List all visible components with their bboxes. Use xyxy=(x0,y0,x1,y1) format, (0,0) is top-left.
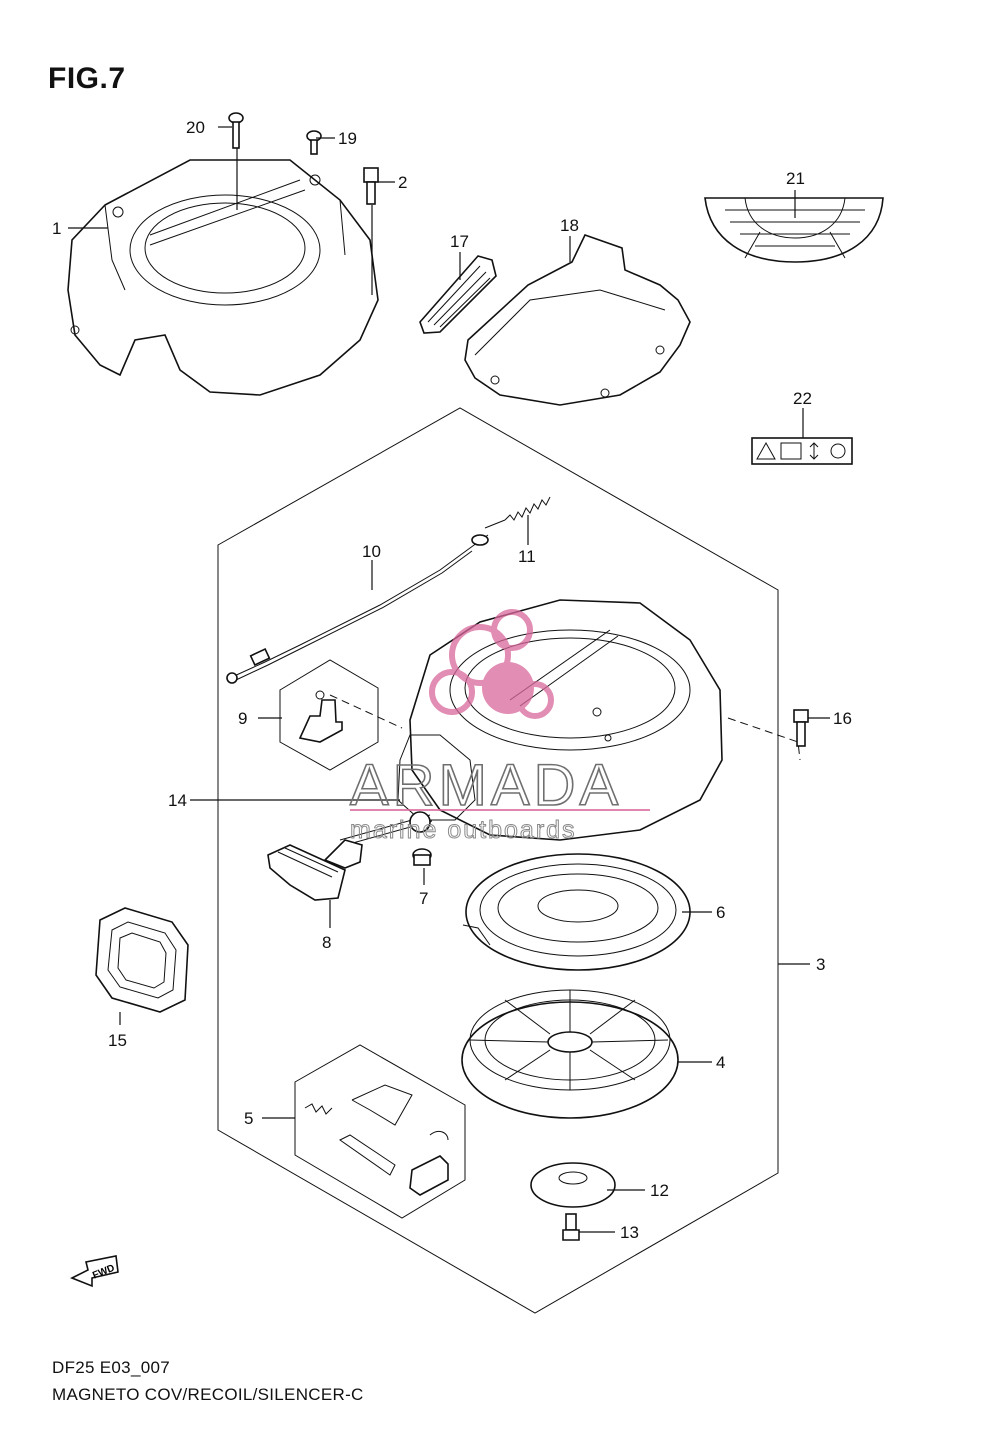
warning-label-22-part[interactable] xyxy=(751,437,853,465)
callout-2: 2 xyxy=(398,173,407,192)
callout-8: 8 xyxy=(322,933,331,952)
figure-title: FIG.7 xyxy=(48,62,126,95)
assembly-3-outline xyxy=(217,407,779,1314)
callout-12: 12 xyxy=(650,1181,669,1200)
recoil-spring-6-part[interactable] xyxy=(462,853,691,971)
callout-11: 11 xyxy=(518,547,536,566)
watermark-logo-icon xyxy=(429,609,554,719)
callout-4: 4 xyxy=(716,1053,725,1072)
fwd-arrow-icon: FWD xyxy=(70,1255,119,1288)
spring-11-part[interactable] xyxy=(484,496,551,529)
plate-12-part[interactable] xyxy=(530,1162,616,1208)
bolt-16-part[interactable] xyxy=(793,709,809,747)
callout-13: 13 xyxy=(620,1223,639,1242)
watermark-tagline: marine outboards xyxy=(350,816,577,844)
leader-lines xyxy=(68,126,830,1233)
callout-16: 16 xyxy=(833,709,852,728)
silencer-case-18-part[interactable] xyxy=(464,234,691,406)
callout-3: 3 xyxy=(816,955,825,974)
pad-21-part[interactable] xyxy=(704,197,884,263)
handle-8-part[interactable] xyxy=(267,839,363,901)
reel-4-part[interactable] xyxy=(461,989,679,1119)
bolt-2-part[interactable] xyxy=(363,167,379,205)
cable-10-part[interactable] xyxy=(226,534,489,684)
callout-14: 14 xyxy=(168,791,187,810)
grommet-15-part[interactable] xyxy=(95,907,189,1013)
callout-20: 20 xyxy=(186,118,205,137)
callout-6: 6 xyxy=(716,903,725,922)
callout-10: 10 xyxy=(362,542,381,561)
callout-18: 18 xyxy=(560,216,579,235)
screw-19-part[interactable] xyxy=(306,130,322,155)
rope-14-part[interactable] xyxy=(339,811,433,847)
callout-numbers: 1 2 3 4 5 6 7 8 9 10 11 12 13 14 15 16 1… xyxy=(52,118,852,1242)
grille-17-part[interactable] xyxy=(419,255,497,334)
callout-17: 17 xyxy=(450,232,469,251)
watermark: ARMADA marine outboards xyxy=(349,609,650,845)
callout-21: 21 xyxy=(786,169,805,188)
watermark-brand: ARMADA xyxy=(350,753,622,818)
callout-7: 7 xyxy=(419,889,428,908)
screw-20-part[interactable] xyxy=(228,112,244,149)
bracket-9-part[interactable] xyxy=(279,659,379,771)
callout-22: 22 xyxy=(793,389,812,408)
callout-19: 19 xyxy=(338,129,357,148)
drawing-code: DF25 E03_007 xyxy=(52,1358,170,1377)
callout-9: 9 xyxy=(238,709,247,728)
magneto-cover-part[interactable] xyxy=(67,159,379,396)
drawing-description: MAGNETO COV/RECOIL/SILENCER-C xyxy=(52,1385,364,1404)
callout-15: 15 xyxy=(108,1031,127,1050)
bushing-7-part[interactable] xyxy=(412,848,432,866)
ratchet-5-part[interactable] xyxy=(294,1044,466,1219)
recoil-case-part[interactable] xyxy=(397,599,723,841)
bolt-13-part[interactable] xyxy=(562,1213,580,1241)
callout-1: 1 xyxy=(52,219,61,238)
callout-5: 5 xyxy=(244,1109,253,1128)
